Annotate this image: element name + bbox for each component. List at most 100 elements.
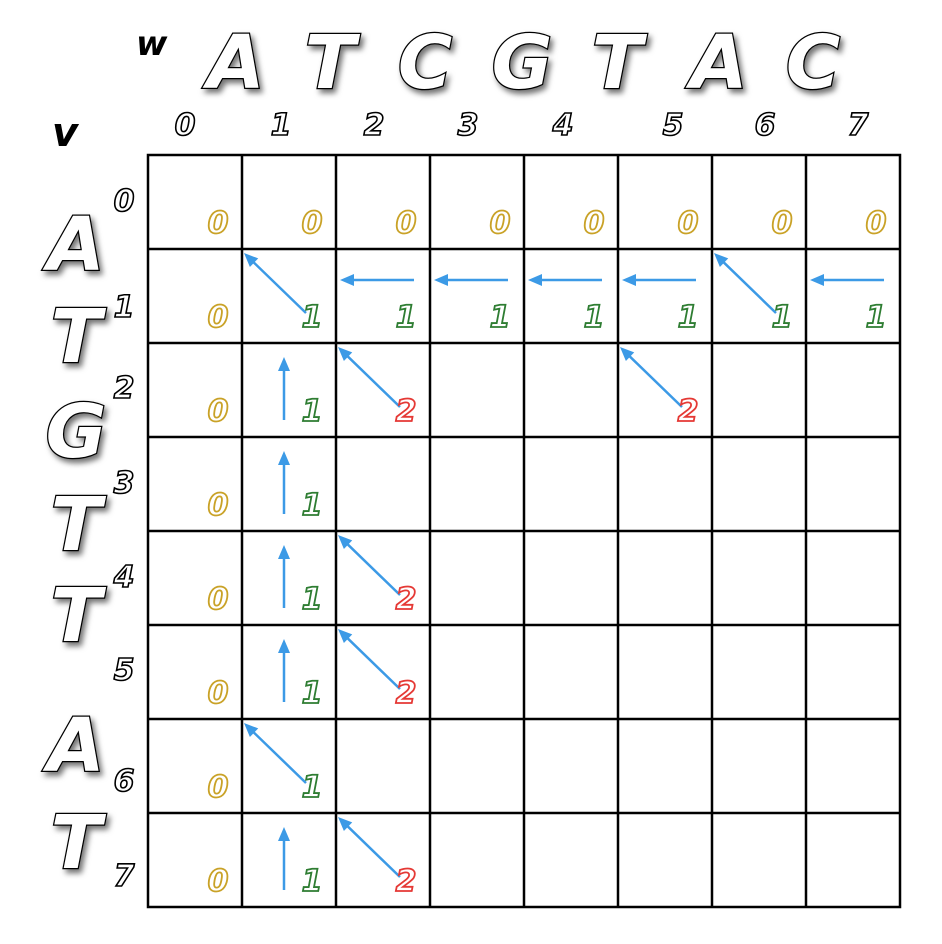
cell-value: 0 <box>208 206 229 241</box>
cell-value: 0 <box>302 206 323 241</box>
w-letter: A <box>202 20 264 106</box>
arrow-diagonal <box>714 253 777 314</box>
traceback-arrows <box>244 253 884 890</box>
arrow-head <box>278 451 290 465</box>
w-letter: G <box>492 20 553 106</box>
cell-value: 0 <box>208 770 229 805</box>
v-letter: T <box>51 482 107 568</box>
cell-value: 2 <box>678 394 699 429</box>
cell-value: 1 <box>302 488 323 523</box>
arrow-shaft <box>344 541 401 596</box>
arrow-shaft <box>344 823 401 878</box>
cell-value: 0 <box>678 206 699 241</box>
v-letter: A <box>42 703 104 789</box>
cell-value: 0 <box>208 488 229 523</box>
row-index: 1 <box>114 290 135 325</box>
cell-value: 1 <box>678 300 699 335</box>
w-label: w <box>136 24 168 64</box>
v-letter: T <box>51 800 107 886</box>
column-index: 5 <box>663 108 684 143</box>
cell-value: 1 <box>302 770 323 805</box>
arrow-head <box>620 347 635 362</box>
v-letter: A <box>42 202 104 288</box>
arrow-left <box>622 274 696 286</box>
arrow-head <box>340 274 354 286</box>
cell-value: 0 <box>208 394 229 429</box>
row-index: 5 <box>114 653 135 688</box>
arrow-head <box>714 253 729 268</box>
cell-value: 1 <box>396 300 417 335</box>
arrow-diagonal <box>244 253 307 314</box>
cell-value: 0 <box>208 676 229 711</box>
cell-value: 0 <box>208 582 229 617</box>
column-index: 3 <box>458 108 479 143</box>
dp-grid <box>146 153 902 909</box>
w-letter: T <box>592 20 648 106</box>
column-index: 1 <box>271 108 292 143</box>
cell-value: 0 <box>584 206 605 241</box>
cell-value: 1 <box>772 300 793 335</box>
arrow-head <box>244 723 259 738</box>
arrow-shaft <box>344 635 401 690</box>
cell-value: 2 <box>396 864 417 899</box>
column-index: 2 <box>364 108 385 143</box>
row-index: 7 <box>114 859 135 894</box>
arrow-up <box>278 357 290 420</box>
arrow-shaft <box>344 353 401 408</box>
arrow-head <box>338 817 353 832</box>
w-letter: C <box>786 20 840 106</box>
arrow-head <box>434 274 448 286</box>
arrow-diagonal <box>620 347 683 408</box>
cell-value: 1 <box>302 582 323 617</box>
arrow-head <box>244 253 259 268</box>
arrow-shaft <box>250 259 307 314</box>
column-index: 7 <box>848 108 869 143</box>
arrow-head <box>278 639 290 653</box>
sequence-labels: w v <box>52 24 168 156</box>
column-index: 0 <box>175 108 196 143</box>
cell-value: 1 <box>302 864 323 899</box>
arrow-diagonal <box>244 723 307 784</box>
arrow-diagonal <box>338 347 401 408</box>
arrow-left <box>434 274 508 286</box>
arrow-shaft <box>720 259 777 314</box>
v-letter: G <box>46 389 107 475</box>
v-label: v <box>52 110 80 156</box>
cell-value: 0 <box>772 206 793 241</box>
arrow-up <box>278 451 290 514</box>
arrow-diagonal <box>338 629 401 690</box>
cell-value: 2 <box>396 582 417 617</box>
cell-value: 1 <box>584 300 605 335</box>
arrow-head <box>338 347 353 362</box>
cell-value: 1 <box>302 394 323 429</box>
arrow-head <box>810 274 824 286</box>
arrow-left <box>810 274 884 286</box>
cell-value: 0 <box>396 206 417 241</box>
arrow-diagonal <box>338 535 401 596</box>
cell-value: 1 <box>490 300 511 335</box>
row-index: 0 <box>114 184 135 219</box>
w-letter: A <box>685 20 747 106</box>
column-index: 6 <box>755 108 776 143</box>
cell-value: 0 <box>490 206 511 241</box>
cell-value: 1 <box>302 676 323 711</box>
arrow-head <box>338 535 353 550</box>
column-indices: 0 1 2 3 4 5 6 7 <box>174 107 870 144</box>
arrow-head <box>278 545 290 559</box>
column-index: 4 <box>552 108 574 143</box>
arrow-left <box>528 274 602 286</box>
row-index: 6 <box>114 764 135 799</box>
arrow-head <box>528 274 542 286</box>
v-letter: T <box>51 573 107 659</box>
row-index: 2 <box>114 371 135 406</box>
cell-value: 2 <box>396 394 417 429</box>
arrow-head <box>278 357 290 371</box>
cell-value: 0 <box>208 300 229 335</box>
arrow-head <box>278 827 290 841</box>
arrow-up <box>278 545 290 608</box>
